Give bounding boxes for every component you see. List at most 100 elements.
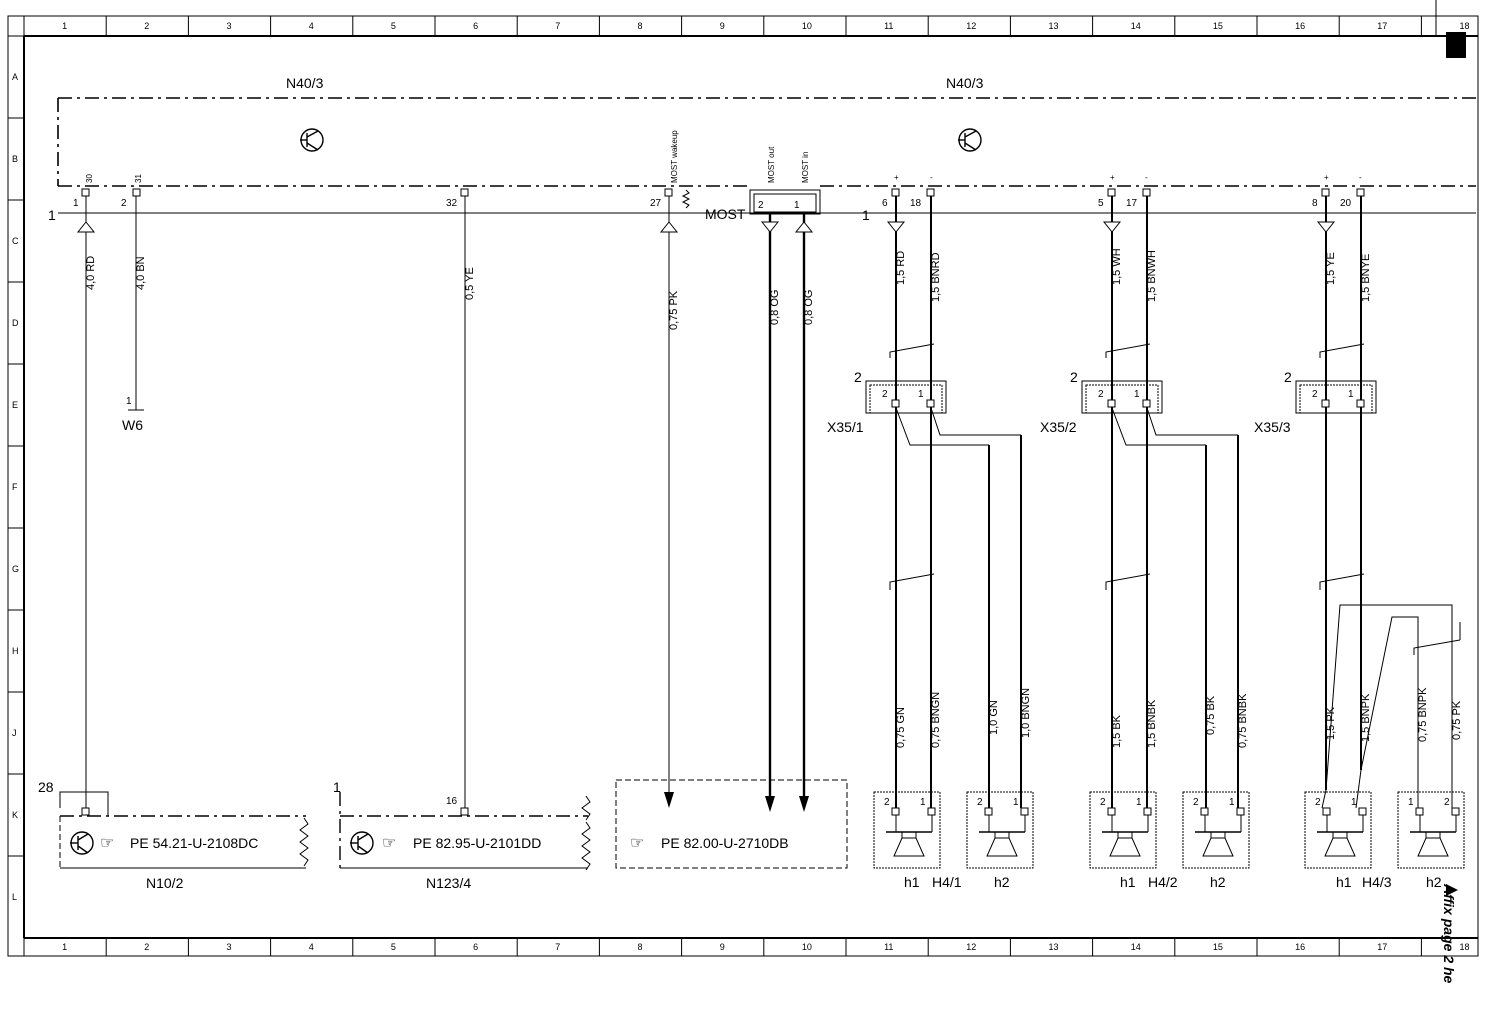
module-name: N123/4 <box>426 875 471 891</box>
speaker-icon <box>1089 791 1157 869</box>
wire-label: 4,0 RD <box>85 256 97 290</box>
module-ref[interactable]: PE 82.95-U-2101DD <box>413 835 541 851</box>
pin-number: 2 <box>758 200 764 211</box>
pin-number: 2 <box>121 198 127 209</box>
wire-label: 0,75 BNPK <box>1417 687 1429 742</box>
pin-number: 2 <box>882 389 888 400</box>
grid-column-label: 2 <box>144 942 149 952</box>
connector-name: X35/2 <box>1040 419 1077 435</box>
unit-marker-right: 1 <box>862 207 870 223</box>
pin-number: 32 <box>446 198 458 209</box>
grid-column-label: 7 <box>555 21 560 31</box>
connector-marker: 2 <box>1070 369 1078 385</box>
grid-column-label: 13 <box>1049 21 1059 31</box>
pin-number: 1 <box>1136 797 1142 808</box>
speaker-group-label: H4/2 <box>1148 874 1178 890</box>
wire-label: 1,5 WH <box>1111 248 1123 285</box>
grid-column-label: 1 <box>62 942 67 952</box>
grid-column-label: 9 <box>720 942 725 952</box>
pin-signal: - <box>930 173 933 182</box>
wire-label: 1,5 YE <box>1325 252 1337 285</box>
grid-column-label: 12 <box>966 942 976 952</box>
grid-row-label: A <box>12 72 18 82</box>
connector-name: X35/1 <box>827 419 864 435</box>
speaker-icon <box>1397 791 1465 869</box>
grid-column-label: 2 <box>144 21 149 31</box>
pin-number: 6 <box>882 198 888 209</box>
wire-label: 0,75 BK <box>1205 695 1217 735</box>
grid-column-label: 15 <box>1213 21 1223 31</box>
speaker-group-label: H4/1 <box>932 874 962 890</box>
hand-pointer-icon: ☞ <box>100 835 114 852</box>
pin-number: 1 <box>1013 797 1019 808</box>
speaker-label: h1 <box>904 874 920 890</box>
wire-label: 1,5 BK <box>1111 714 1123 748</box>
grid-row-label: C <box>12 236 19 246</box>
affix-note[interactable]: Affix page 2 he <box>1441 883 1457 984</box>
unit-label-right: N40/3 <box>946 75 984 91</box>
grid-column-label: 11 <box>884 942 893 952</box>
grid-column-label: 4 <box>309 21 314 31</box>
grid-column-label: 6 <box>473 942 478 952</box>
pin-number: 18 <box>910 198 922 209</box>
module-n10-2 <box>59 791 309 869</box>
wire-label: 0,75 BNBK <box>1237 693 1249 748</box>
pin-number: 2 <box>977 797 983 808</box>
pin-signal: - <box>1145 173 1148 182</box>
pin-number: 1 <box>1351 797 1357 808</box>
pin-number: 8 <box>1312 198 1318 209</box>
pin-signal: + <box>894 173 899 182</box>
grid-column-label: 17 <box>1377 942 1387 952</box>
most-label: MOST <box>705 206 746 222</box>
pin-stubs <box>81 188 1365 197</box>
triangle-pointer-icon <box>1446 884 1458 896</box>
grid-column-label: 3 <box>227 21 232 31</box>
grid-column-label: 8 <box>638 21 643 31</box>
wire-label: 0,75 PK <box>1451 700 1463 740</box>
grid-row-label: H <box>12 646 19 656</box>
pin-number: 2 <box>1098 389 1104 400</box>
wire-label: 0,8 OG <box>769 290 781 325</box>
module-ref[interactable]: PE 82.00-U-2710DB <box>661 835 789 851</box>
grid-column-label: 16 <box>1295 942 1305 952</box>
pin-number: 2 <box>1315 797 1321 808</box>
diagram-frame <box>7 0 1479 957</box>
wire-label: 1,5 BNRD <box>930 252 942 302</box>
most-connector <box>749 189 821 215</box>
unit-marker-left: 1 <box>48 207 56 223</box>
wire-label: 0,75 BNGN <box>930 692 942 748</box>
wire-label: 1,0 BNGN <box>1020 688 1032 738</box>
wire-label: 1,5 BNYE <box>1360 254 1372 302</box>
ground-pin: 1 <box>126 396 132 407</box>
grid-column-label: 18 <box>1460 21 1470 31</box>
pin-signal: + <box>1110 173 1115 182</box>
pin-number: 2 <box>1444 797 1450 808</box>
pin-number: 2 <box>1100 797 1106 808</box>
module-boundary-n40 <box>57 97 1476 187</box>
unit-label-left: N40/3 <box>286 75 324 91</box>
grid-column-label: 10 <box>802 942 812 952</box>
pin-signal: 30 <box>85 174 94 183</box>
grid-row-label: B <box>12 154 18 164</box>
speaker-icon <box>1182 791 1250 869</box>
grid-column-label: 4 <box>309 942 314 952</box>
module-ref[interactable]: PE 54.21-U-2108DC <box>130 835 258 851</box>
grid-row-label: F <box>12 482 18 492</box>
grid-column-label: 9 <box>720 21 725 31</box>
pin-number: 1 <box>1408 797 1414 808</box>
grid-column-label: 10 <box>802 21 812 31</box>
module-name: N10/2 <box>146 875 184 891</box>
wire-label: 0,5 YE <box>464 267 476 300</box>
connector-x35-2: 2 2 1 X35/2 <box>1040 369 1163 435</box>
grid-row-label: J <box>12 728 17 738</box>
grid-column-label: 5 <box>391 21 396 31</box>
wakeup-resistor-icon <box>681 189 691 209</box>
pin-number: 2 <box>1193 797 1199 808</box>
speaker-icon <box>966 791 1034 869</box>
hand-pointer-icon: ☞ <box>630 835 644 852</box>
grid-column-label: 5 <box>391 942 396 952</box>
